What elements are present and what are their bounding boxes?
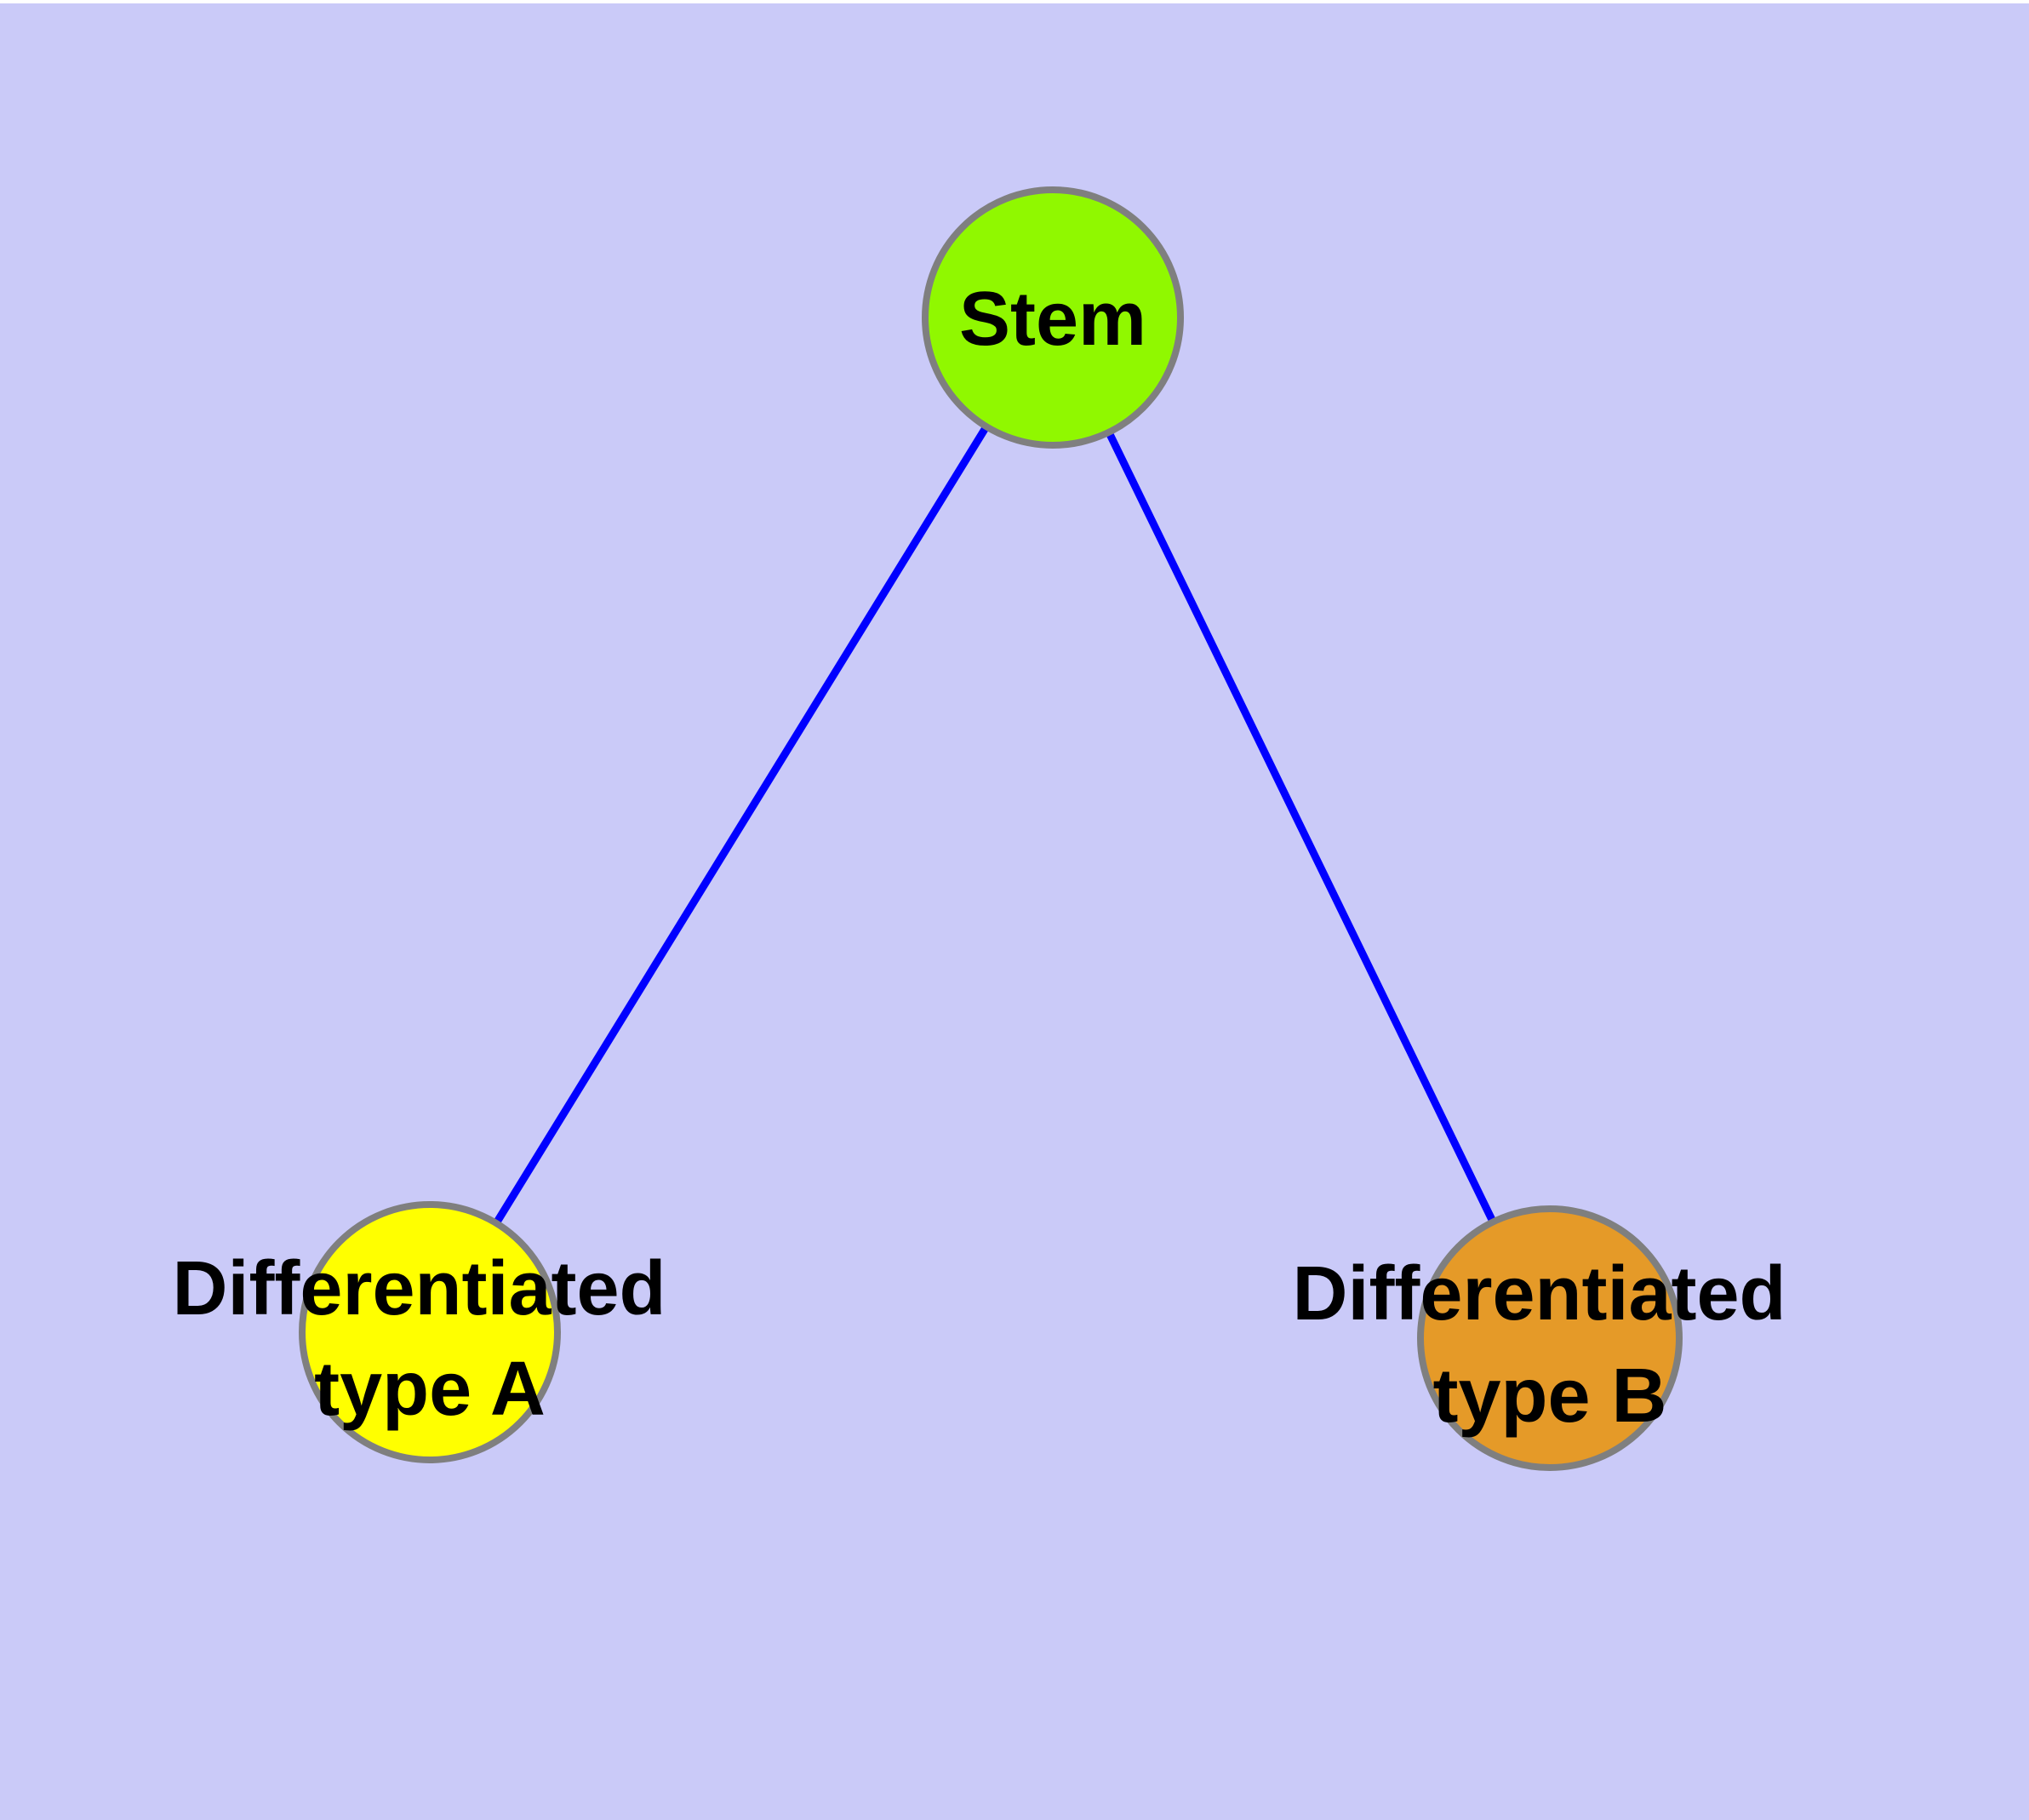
edge-stem-to-type-a bbox=[492, 422, 991, 1228]
node-differentiated-type-a-label: Differentiated type A bbox=[172, 1246, 687, 1432]
node-differentiated-type-a-label-line-2: type A bbox=[314, 1347, 546, 1432]
canvas-top-strip bbox=[0, 0, 2029, 3]
edge-stem-to-type-b bbox=[1105, 428, 1498, 1228]
node-differentiated-type-b-label-line-1: Differentiated bbox=[1292, 1251, 1786, 1336]
node-differentiated-type-a-label-line-1: Differentiated bbox=[172, 1246, 666, 1331]
node-stem-label: Stem bbox=[959, 277, 1146, 362]
node-differentiated-type-b-label: Differentiated type B bbox=[1292, 1251, 1807, 1439]
node-stem bbox=[922, 186, 1184, 449]
node-differentiated-type-b-label-line-2: type B bbox=[1432, 1354, 1666, 1439]
node-differentiated-type-b bbox=[1417, 1205, 1683, 1471]
node-differentiated-type-a bbox=[299, 1201, 561, 1463]
